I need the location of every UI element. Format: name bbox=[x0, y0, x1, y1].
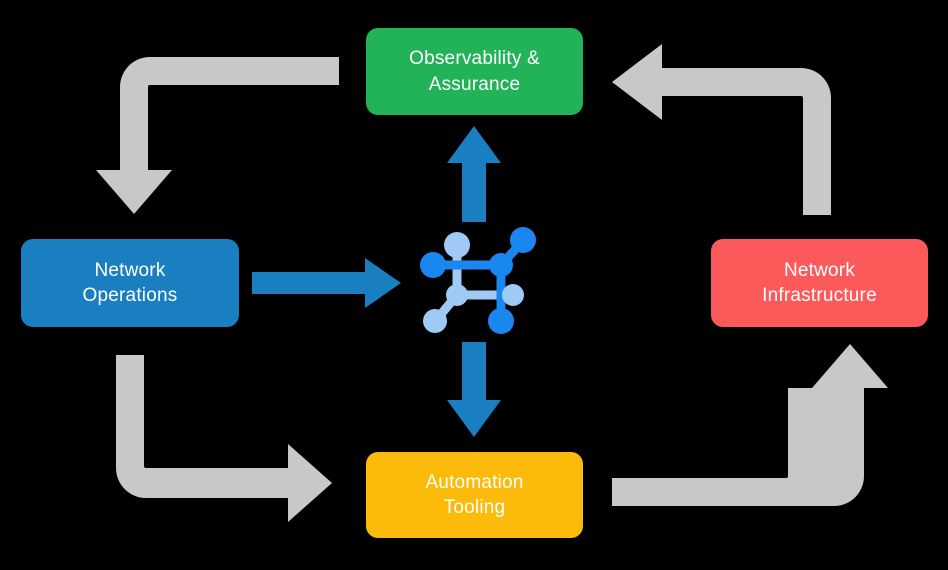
node-observability-label: Observability & Assurance bbox=[409, 48, 540, 95]
arrow-infrastructure-to-observability bbox=[612, 44, 831, 215]
topology-nodes-secondary bbox=[423, 232, 524, 333]
topology-nodes-primary bbox=[420, 227, 536, 334]
network-topology-icon bbox=[420, 227, 536, 334]
arrow-observability-to-operations bbox=[96, 57, 339, 214]
node-infrastructure-label: Network Infrastructure bbox=[762, 259, 877, 306]
arrow-center-to-automation bbox=[447, 342, 501, 437]
arrow-operations-to-center bbox=[252, 258, 401, 308]
node-automation-tooling[interactable]: Automation Tooling bbox=[366, 452, 583, 538]
node-network-infrastructure[interactable]: Network Infrastructure bbox=[711, 239, 928, 327]
node-automation-label: Automation Tooling bbox=[425, 471, 524, 518]
node-operations-label: Network Operations bbox=[82, 259, 178, 306]
arrow-center-to-observability bbox=[447, 126, 501, 222]
node-network-operations[interactable]: Network Operations bbox=[21, 239, 239, 327]
arrow-operations-to-automation bbox=[116, 355, 332, 522]
arrow-automation-to-infrastructure bbox=[612, 344, 888, 506]
node-observability-assurance[interactable]: Observability & Assurance bbox=[366, 28, 583, 115]
